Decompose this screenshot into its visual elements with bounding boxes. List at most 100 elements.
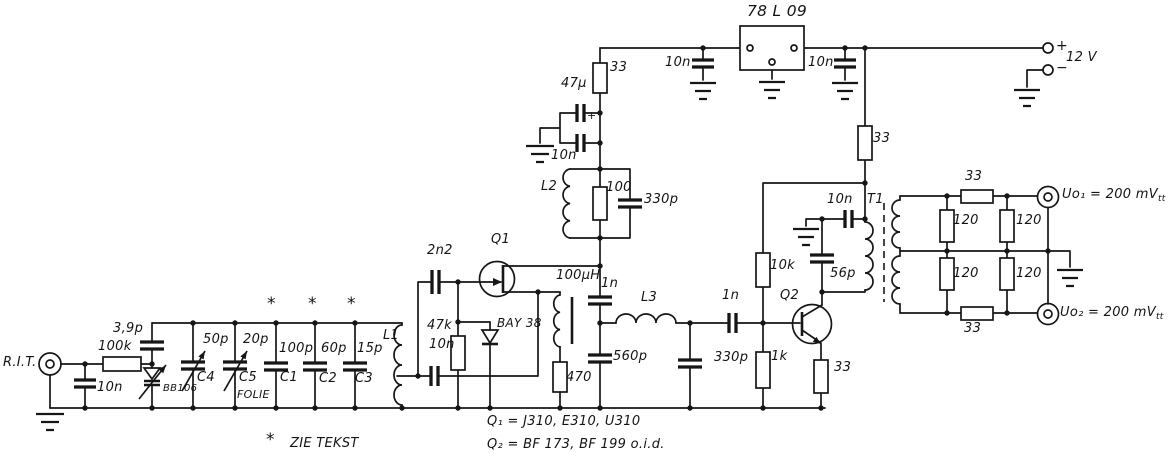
cap-47u-electrolytic <box>575 104 586 122</box>
res-1k <box>755 351 771 389</box>
connectors <box>38 42 1060 376</box>
c5-label: C5 <box>239 370 257 385</box>
t1-primary-coil <box>864 221 874 291</box>
res-33-t1-label: 33 <box>873 131 891 146</box>
cap-10n-supply-label: 10n <box>551 148 577 163</box>
jfet-q1 <box>478 260 516 298</box>
cap-10n-input <box>74 378 96 389</box>
cap-1n-base <box>727 313 738 333</box>
varicap-label: BB106 <box>163 383 198 394</box>
supply-voltage-label: 12 V <box>1066 50 1097 65</box>
res-120-c <box>939 257 955 291</box>
cap-c5 <box>223 360 247 371</box>
res-33-supply <box>592 62 608 94</box>
resistor-symbols <box>102 62 1015 394</box>
cap-56p <box>810 253 834 264</box>
cap-3p9-label: 3,9p <box>113 321 144 336</box>
asterisk-mark-c1: * <box>267 294 276 314</box>
res-120-b-label: 120 <box>1016 213 1042 228</box>
cap-10n-reg-out <box>834 58 856 69</box>
c3-value-label: 15p <box>357 341 383 356</box>
l3-coil <box>615 313 677 324</box>
res-1k-label: 1k <box>771 349 788 364</box>
cap-330p-filter <box>678 358 702 369</box>
t1-label: T1 <box>867 192 884 207</box>
l1-coil <box>393 322 403 409</box>
cap-10n-reg-out-label: 10n <box>808 55 834 70</box>
c4-label: C4 <box>197 370 215 385</box>
wires <box>49 47 1071 409</box>
res-47k <box>450 335 466 371</box>
cap-56p-label: 56p <box>830 266 856 281</box>
l2-label: L2 <box>541 179 558 194</box>
res-100k-label: 100k <box>98 339 132 354</box>
t1-secondary-bottom-coil <box>891 250 901 314</box>
cap-2n2-label: 2n2 <box>427 243 453 258</box>
c5-folie-label: FOLIE <box>237 388 270 401</box>
res-470 <box>552 361 568 393</box>
res-33-supply-label: 33 <box>610 60 628 75</box>
c1-value-label: 100p <box>279 341 314 356</box>
uo1-label: Uo₁ = 200 mVtt <box>1062 187 1166 204</box>
asterisk-mark-c2: * <box>308 294 317 314</box>
supply-minus-label: − <box>1056 60 1069 76</box>
res-33-out2-label: 33 <box>964 321 982 336</box>
supply-plus-label: + <box>1056 38 1069 54</box>
cap-10n-gate-label: 10n <box>429 337 455 352</box>
res-120-a-label: 120 <box>953 213 979 228</box>
uo1-output-jack <box>1036 185 1060 209</box>
res-470-label: 470 <box>566 370 592 385</box>
res-33-out2 <box>960 306 994 321</box>
c3-label: C3 <box>355 371 373 386</box>
regulator-label: 78 L 09 <box>747 2 808 20</box>
cap-330p-filter-label: 330p <box>714 350 749 365</box>
capacitor-symbols <box>74 58 856 392</box>
l3-label: L3 <box>641 290 658 305</box>
res-10k-label: 10k <box>770 258 795 273</box>
res-47k-label: 47k <box>427 318 452 333</box>
cap-3p9 <box>140 340 164 351</box>
rit-label: R.I.T. <box>3 355 37 370</box>
inductor-coils <box>393 168 901 409</box>
cap-10n-input-label: 10n <box>97 380 123 395</box>
cap-c3 <box>343 361 367 372</box>
res-120-b <box>999 209 1015 243</box>
note-q1-types: Q₁ = J310, E310, U310 <box>487 414 641 429</box>
res-100-label: 100 <box>606 180 632 195</box>
res-33-t1 <box>857 125 873 161</box>
res-100 <box>592 186 608 221</box>
res-120-a <box>939 209 955 243</box>
l2-coil <box>562 168 571 239</box>
res-33-emitter <box>813 359 829 394</box>
cap-10n-t1-label: 10n <box>827 192 853 207</box>
c2-value-label: 60p <box>321 341 347 356</box>
q1-label: Q1 <box>491 232 511 247</box>
note-asterisk: * <box>266 430 275 450</box>
cap-560p <box>588 353 612 364</box>
cap-c4 <box>181 360 205 371</box>
c2-label: C2 <box>319 371 337 386</box>
res-10k <box>755 252 771 288</box>
cap-560p-label: 560p <box>613 349 648 364</box>
electrolytic-plus-mark: + <box>587 109 597 122</box>
diode-bay38 <box>480 329 500 346</box>
res-100k <box>102 356 142 372</box>
supply-plus-terminal <box>1042 42 1054 54</box>
rf-choke-coil <box>552 291 561 348</box>
cap-10n-supply <box>575 134 586 152</box>
cap-10n-reg-in-label: 10n <box>665 55 691 70</box>
c5-value-label: 20p <box>243 332 269 347</box>
cap-c1 <box>264 361 288 372</box>
note-see-text: ZIE TEKST <box>290 436 359 451</box>
semiconductor-symbols <box>138 260 833 400</box>
res-120-c-label: 120 <box>953 266 979 281</box>
res-120-d <box>999 257 1015 291</box>
cap-330p-tank <box>618 198 642 209</box>
cap-10n-t1 <box>843 210 854 228</box>
c1-label: C1 <box>280 370 298 385</box>
t1-secondary-top-coil <box>891 195 901 252</box>
voltage-regulator-78l09 <box>739 25 805 71</box>
uo2-output-jack <box>1036 302 1060 326</box>
